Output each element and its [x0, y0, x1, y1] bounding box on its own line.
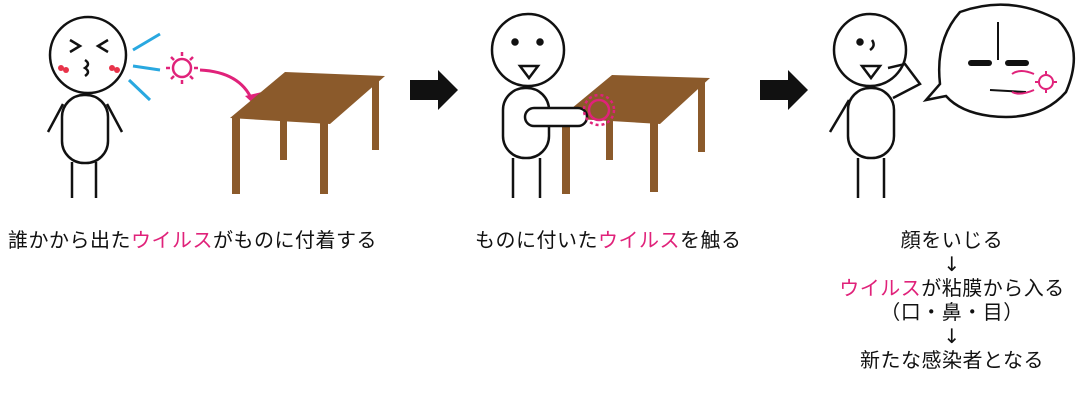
illustration-scene [46, 3, 1076, 198]
step1-text-post: がものに付着する [213, 228, 377, 252]
face-closeup-bubble-icon [922, 3, 1076, 119]
step3-last-line: 新たな感染者となる [860, 348, 1044, 372]
down-arrow-1: ↓ [943, 252, 961, 276]
step2-text-pre: ものに付いた [475, 228, 598, 252]
right-arrow-icon [410, 70, 458, 110]
down-arrow-2: ↓ [943, 324, 961, 348]
right-arrow-icon [760, 70, 808, 110]
transfer-arrow-icon [199, 68, 254, 101]
cheek-icon [58, 65, 120, 73]
person-touching-face-icon [828, 12, 922, 198]
step3-line2: ウイルスが粘膜から入る [822, 276, 1082, 300]
step1-text-pre: 誰かから出た [8, 228, 131, 252]
sneezing-person-icon [46, 15, 128, 198]
virus-icon [166, 52, 198, 84]
virus-icon [582, 93, 616, 127]
table-icon [230, 72, 385, 194]
step3-paren: （口・鼻・目） [880, 300, 1024, 324]
step1-caption: 誰かから出たウイルスがものに付着する [8, 228, 377, 252]
step2-text-post: を触る [680, 228, 742, 252]
step2-text-highlight: ウイルス [598, 228, 680, 252]
step3-text-post: が粘膜から入る [921, 276, 1065, 300]
sneeze-lines-icon [127, 32, 161, 102]
table-icon [560, 75, 710, 194]
step3-caption: 顔をいじる ↓ ウイルスが粘膜から入る （口・鼻・目） ↓ 新たな感染者となる [822, 228, 1082, 372]
step1-text-highlight: ウイルス [131, 228, 213, 252]
step3-text-highlight: ウイルス [839, 276, 922, 300]
step2-caption: ものに付いたウイルスを触る [475, 228, 742, 252]
person-touching-icon [490, 12, 589, 198]
step3-line1: 顔をいじる [900, 228, 1004, 252]
